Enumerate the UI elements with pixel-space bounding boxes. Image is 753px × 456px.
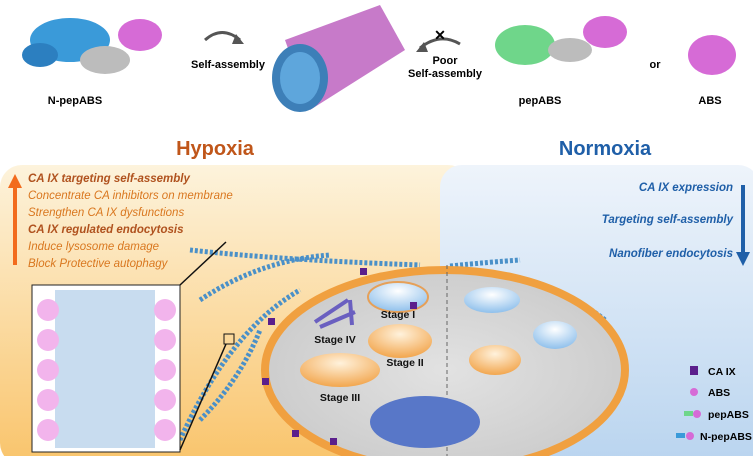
hypoxia-line: CA IX targeting self-assembly <box>28 173 191 185</box>
hypoxia-line: Concentrate CA inhibitors on membrane <box>28 190 233 202</box>
vesicle <box>469 345 521 375</box>
normoxia-title: Normoxia <box>559 138 652 160</box>
abs-legend-icon <box>690 388 698 396</box>
hypoxia-line: CA IX regulated endocytosis <box>28 224 184 236</box>
hypoxia-line: Block Protective autophagy <box>28 258 169 270</box>
legend-label: CA IX <box>708 366 736 378</box>
normoxia-line: Targeting self-assembly <box>602 214 734 226</box>
caix-legend-icon <box>690 366 698 375</box>
stage-label: Stage IV <box>314 334 355 346</box>
pepabs-label: pepABS <box>519 95 562 107</box>
legend-label: N-pepABS <box>700 431 752 443</box>
poor-label: Poor <box>432 55 458 67</box>
abs-molecule <box>688 35 736 75</box>
stage-label: Stage II <box>386 357 423 369</box>
normoxia-line: CA IX expression <box>639 182 733 194</box>
nanofiber <box>272 5 405 112</box>
vesicle <box>464 287 520 313</box>
hypoxia-title: Hypoxia <box>176 138 255 160</box>
vesicle-stage-2 <box>368 324 432 358</box>
blocked-x-icon: ✕ <box>434 27 446 43</box>
cell <box>261 266 629 456</box>
nucleus <box>370 396 480 448</box>
n-pepabs-label: N-pepABS <box>48 95 102 107</box>
self-assembly-label: Self-assembly <box>191 59 266 71</box>
n-pepabs-legend-icon <box>676 433 685 438</box>
hypoxia-line: Strengthen CA IX dysfunctions <box>28 207 184 219</box>
abs-label: ABS <box>698 95 721 107</box>
legend: CA IX ABS pepABS N-pepABS <box>676 366 752 443</box>
vesicle-stage-1 <box>367 281 429 313</box>
pepabs-molecule <box>495 16 627 65</box>
stage-label: Stage III <box>320 392 360 404</box>
n-pepabs-molecule <box>22 18 162 74</box>
pepabs-legend-icon <box>684 411 693 416</box>
legend-label: pepABS <box>708 409 749 421</box>
normoxia-line: Nanofiber endocytosis <box>609 248 733 260</box>
legend-label: ABS <box>708 387 730 399</box>
vesicle <box>533 321 577 349</box>
poor-self-assembly-label: Self-assembly <box>408 68 483 80</box>
hypoxia-line: Induce lysosome damage <box>28 241 159 253</box>
stage-label: Stage I <box>381 309 416 321</box>
vesicle-stage-3 <box>300 353 380 387</box>
or-label: or <box>650 59 662 71</box>
